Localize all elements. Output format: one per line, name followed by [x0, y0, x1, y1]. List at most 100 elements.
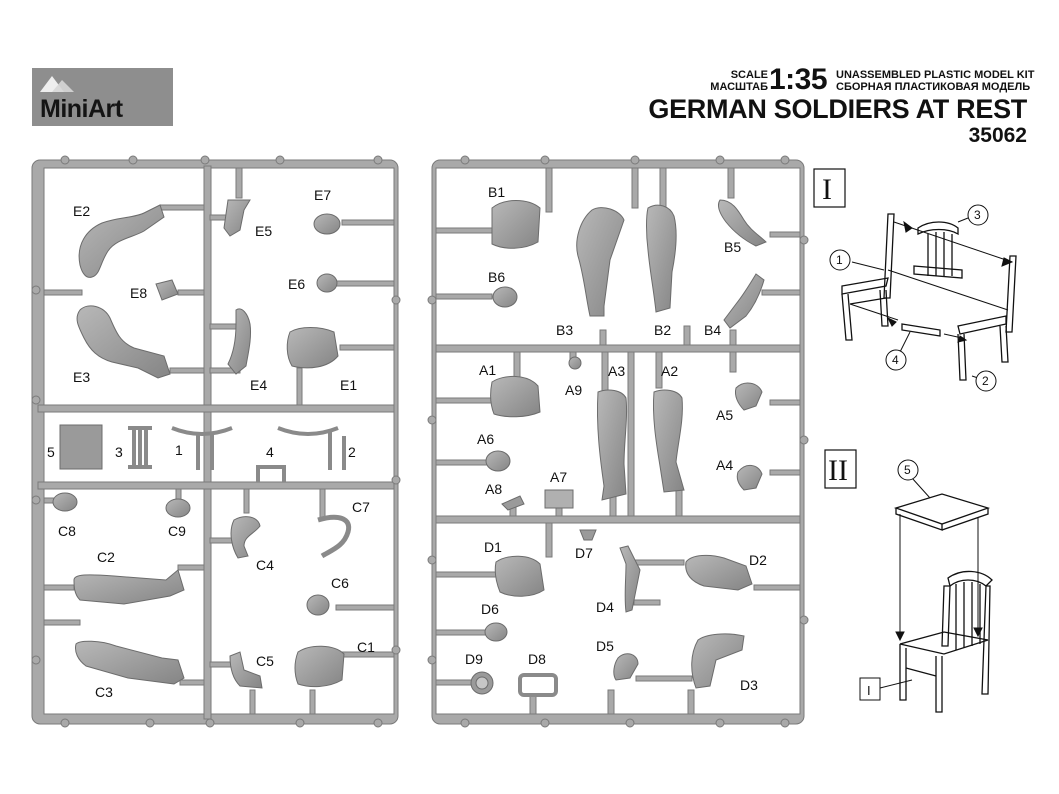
part-b5-arm	[717, 199, 767, 247]
part-label: 1	[175, 442, 183, 458]
part-label: 5	[47, 444, 55, 460]
part-label: A8	[485, 481, 502, 497]
part-label: A7	[550, 469, 567, 485]
part-c2-legs	[73, 569, 185, 605]
part-label: C9	[168, 523, 186, 539]
part-c1-torso	[294, 645, 345, 688]
kit-title: GERMAN SOLDIERS AT REST	[648, 94, 1027, 124]
part-label: B1	[488, 184, 505, 200]
part-e1-torso	[286, 327, 339, 369]
part-d1-torso	[494, 555, 545, 597]
part-label: E4	[250, 377, 267, 393]
part-e7-head	[313, 213, 341, 235]
part-label: D2	[749, 552, 767, 568]
step-1-callout-4: 4	[885, 331, 911, 371]
left-sprue-labels: E2 E5 E7 E6 E8 E3 E4 E1 5 3 1 4 2 C8 C9 …	[47, 187, 375, 700]
step-2-seat	[893, 493, 991, 531]
part-d6-head	[484, 622, 508, 642]
part-3-backrest	[128, 426, 152, 469]
scale-label: SCALE МАСШТАБ	[710, 69, 768, 93]
part-e8-small	[155, 279, 179, 301]
part-b6-head	[492, 286, 518, 308]
part-e4-arm	[227, 308, 251, 375]
step-1-callout-3: 3	[957, 204, 989, 226]
part-label: C3	[95, 684, 113, 700]
part-label: E6	[288, 276, 305, 292]
part-label: C4	[256, 557, 274, 573]
part-d5-hand	[613, 653, 639, 681]
sprue-frame-left	[31, 155, 401, 728]
step-1-crossbar	[901, 323, 941, 337]
callout-number: 5	[904, 463, 911, 477]
step-2: II 5	[824, 449, 993, 713]
logo-text: MiniArt	[40, 95, 123, 123]
part-2-chair-frame	[277, 426, 346, 470]
step-2-ref-label: I	[867, 683, 871, 698]
part-label: D9	[465, 651, 483, 667]
part-c6-head	[306, 594, 330, 616]
scale-label-ru: МАСШТАБ	[710, 81, 768, 93]
part-label: C2	[97, 549, 115, 565]
scale-label-en: SCALE	[730, 69, 768, 81]
part-label: A5	[716, 407, 733, 423]
step-1-callout-1: 1	[829, 249, 885, 271]
part-c9-helmet	[165, 498, 191, 518]
part-c8-helmet	[52, 492, 78, 512]
step-2-box	[824, 449, 857, 489]
callout-number: 4	[892, 353, 899, 367]
part-e2-torso	[78, 204, 165, 278]
part-label: D3	[740, 677, 758, 693]
part-label: E2	[73, 203, 90, 219]
part-label: C5	[256, 653, 274, 669]
part-5-seat	[59, 424, 103, 470]
logo-mark-icon	[40, 76, 74, 92]
part-label: A1	[479, 362, 496, 378]
part-label: D7	[575, 545, 593, 561]
part-b4-arm	[723, 273, 765, 329]
part-label: D6	[481, 601, 499, 617]
step-2-numeral: II	[828, 454, 848, 487]
step-1-arrows	[849, 220, 1014, 343]
part-d9-ring	[470, 671, 494, 695]
part-label: A3	[608, 363, 625, 379]
part-a4-hand	[736, 465, 763, 491]
part-label: A6	[477, 431, 494, 447]
step-2-ref-box: I	[859, 677, 913, 701]
part-label: 2	[348, 444, 356, 460]
step-2-arrows	[895, 514, 983, 642]
part-label: C1	[357, 639, 375, 655]
part-label: C8	[58, 523, 76, 539]
part-a5-hand	[735, 382, 763, 411]
part-a3-leg	[596, 389, 628, 501]
part-label: D5	[596, 638, 614, 654]
part-4-crossbar	[256, 465, 286, 482]
part-c4-arm	[230, 516, 261, 559]
step-1-numeral: I	[822, 173, 832, 206]
part-d3-legs	[691, 633, 745, 689]
callout-number: 3	[974, 208, 981, 222]
part-e6-head	[316, 273, 338, 293]
part-d4-arm	[619, 545, 641, 613]
part-label: 3	[115, 444, 123, 460]
part-label: B6	[488, 269, 505, 285]
part-label: E5	[255, 223, 272, 239]
part-label: D4	[596, 599, 614, 615]
part-a6-head	[485, 450, 511, 472]
part-label: C6	[331, 575, 349, 591]
part-c7-strap	[317, 514, 352, 559]
step-1-callout-2: 2	[971, 370, 997, 392]
part-a2-leg	[652, 389, 685, 493]
step-1-chair-left	[841, 213, 895, 341]
part-label: 4	[266, 444, 274, 460]
miniart-logo: MiniArt	[32, 68, 173, 126]
part-label: E8	[130, 285, 147, 301]
part-a7-plate	[544, 489, 574, 509]
step-1: I	[813, 168, 1017, 392]
part-label: B3	[556, 322, 573, 338]
part-label: A9	[565, 382, 582, 398]
step-1-chair-right	[957, 255, 1017, 381]
part-a8-bracket	[501, 495, 525, 511]
part-label: D8	[528, 651, 546, 667]
part-label: A4	[716, 457, 733, 473]
